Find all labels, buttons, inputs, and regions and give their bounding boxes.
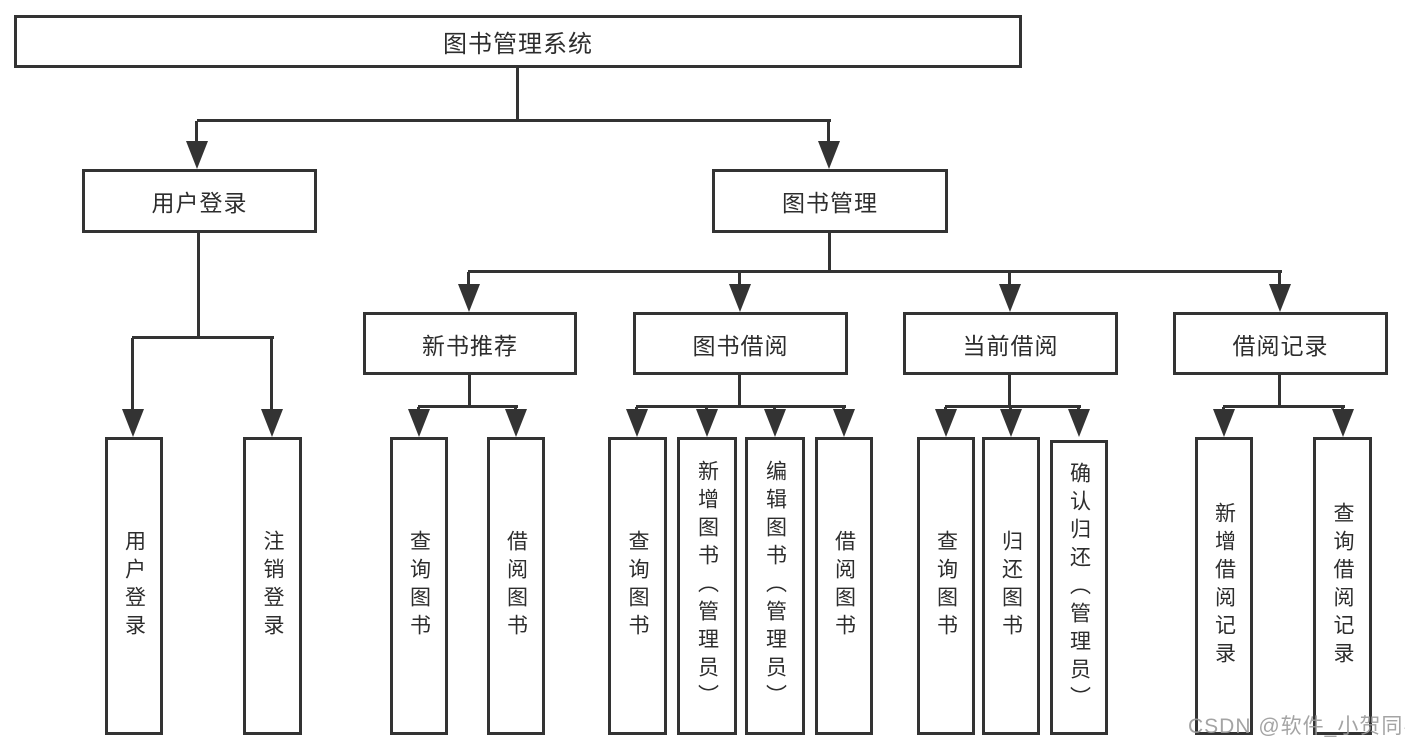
- connector-line: [197, 233, 200, 339]
- arrow-down-icon: [833, 407, 855, 437]
- node-label: 当前借阅: [962, 332, 1059, 359]
- node-label: 图书管理: [782, 190, 878, 216]
- node-label: 新增图书（管理员）: [695, 460, 719, 712]
- node-label: 借阅图书: [832, 530, 856, 642]
- arrow-down-icon: [1213, 407, 1235, 437]
- arrow-down-icon: [626, 407, 648, 437]
- connector-line: [1008, 375, 1011, 408]
- connector-line: [516, 68, 519, 121]
- arrow-down-icon: [186, 121, 208, 169]
- node-user-login-leaf: 用户登录: [105, 437, 163, 735]
- node-label: 借阅记录: [1232, 332, 1329, 359]
- connector-line: [1278, 375, 1281, 408]
- node-label: 注销登录: [261, 530, 284, 642]
- arrow-down-icon: [999, 272, 1021, 312]
- connector-line: [945, 405, 1081, 408]
- node-edit-books-admin: 编辑图书（管理员）: [745, 437, 805, 735]
- arrow-down-icon: [764, 407, 786, 437]
- node-label: 编辑图书（管理员）: [763, 460, 787, 712]
- node-book-management: 图书管理: [712, 169, 948, 233]
- node-library-management-system: 图书管理系统: [14, 15, 1022, 68]
- node-borrow-books: 借阅图书: [815, 437, 873, 735]
- node-logout: 注销登录: [243, 437, 302, 735]
- arrow-down-icon: [729, 272, 751, 312]
- node-label: 新增借阅记录: [1212, 502, 1236, 670]
- node-label: 查询借阅记录: [1331, 502, 1354, 670]
- arrow-down-icon: [1000, 407, 1022, 437]
- node-label: 查询图书: [407, 530, 431, 642]
- node-query-borrow-record: 查询借阅记录: [1313, 437, 1372, 735]
- node-label: 图书借阅: [692, 332, 789, 359]
- arrow-down-icon: [408, 407, 430, 437]
- connector-line: [636, 405, 846, 408]
- node-label: 图书管理系统: [443, 31, 593, 58]
- node-borrowing-records: 借阅记录: [1173, 312, 1388, 375]
- node-return-books: 归还图书: [982, 437, 1040, 735]
- node-current-borrowing: 当前借阅: [903, 312, 1118, 375]
- node-label: 用户登录: [151, 190, 248, 216]
- arrow-down-icon: [1269, 272, 1291, 312]
- node-label: 新书推荐: [422, 332, 518, 359]
- node-query-books-current: 查询图书: [917, 437, 975, 735]
- arrow-down-icon: [122, 338, 144, 437]
- node-query-books-recommend: 查询图书: [390, 437, 448, 735]
- arrow-down-icon: [1068, 407, 1090, 437]
- node-add-borrow-record: 新增借阅记录: [1195, 437, 1253, 735]
- arrow-down-icon: [505, 407, 527, 437]
- connector-line: [738, 375, 741, 408]
- node-add-books-admin: 新增图书（管理员）: [677, 437, 737, 735]
- node-borrow-books-recommend: 借阅图书: [487, 437, 545, 735]
- connector-line: [197, 119, 831, 122]
- node-label: 查询图书: [626, 530, 649, 642]
- node-new-book-recommendation: 新书推荐: [363, 312, 577, 375]
- arrow-down-icon: [1332, 407, 1354, 437]
- arrow-down-icon: [696, 407, 718, 437]
- connector-line: [132, 336, 274, 339]
- arrow-down-icon: [261, 338, 283, 437]
- node-label: 查询图书: [934, 530, 958, 642]
- connector-line: [1223, 405, 1345, 408]
- connector-line: [468, 375, 471, 408]
- connector-line: [828, 233, 831, 273]
- arrow-down-icon: [458, 272, 480, 312]
- node-book-borrowing: 图书借阅: [633, 312, 848, 375]
- node-label: 用户登录: [122, 530, 146, 642]
- csdn-watermark: CSDN @软件_小贺同学: [1188, 715, 1405, 738]
- arrow-down-icon: [935, 407, 957, 437]
- node-user-login: 用户登录: [82, 169, 317, 233]
- connector-line: [418, 405, 518, 408]
- node-label: 归还图书: [999, 530, 1023, 642]
- arrow-down-icon: [818, 121, 840, 169]
- node-confirm-return-admin: 确认归还（管理员）: [1050, 440, 1108, 735]
- node-label: 确认归还（管理员）: [1067, 461, 1091, 714]
- node-query-books-borrow: 查询图书: [608, 437, 667, 735]
- node-label: 借阅图书: [504, 530, 528, 642]
- connector-line: [468, 270, 1282, 273]
